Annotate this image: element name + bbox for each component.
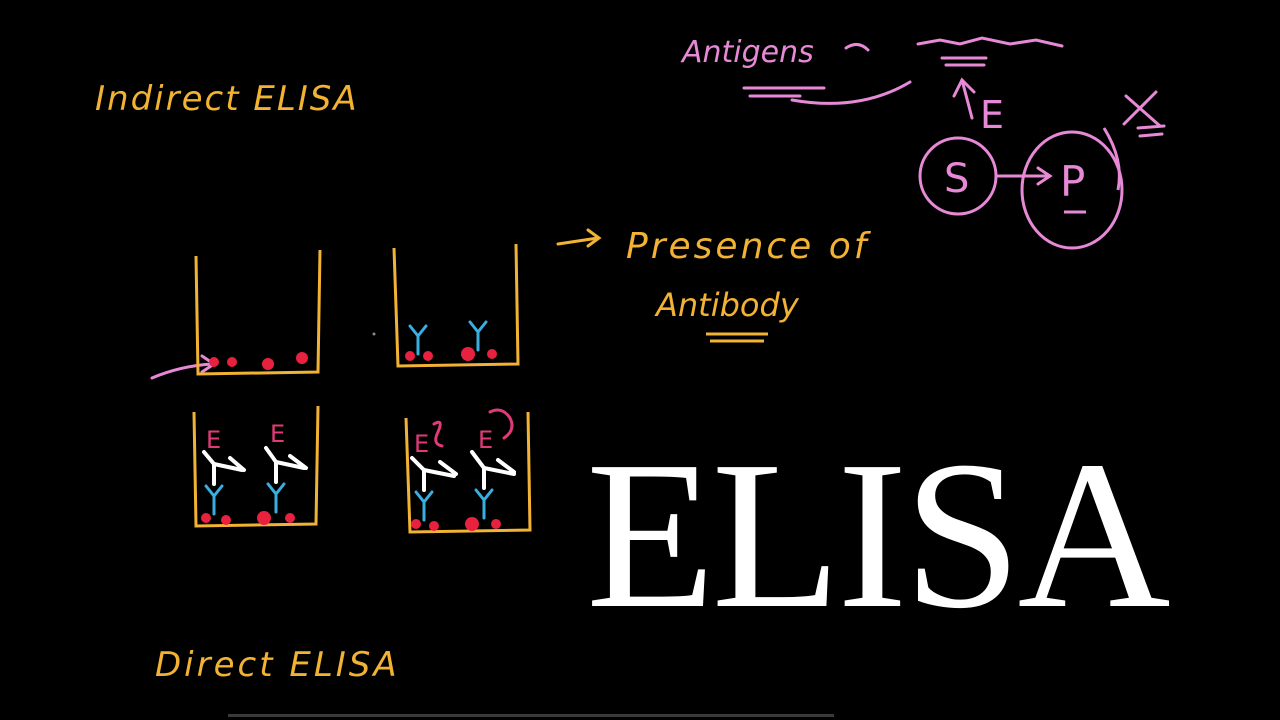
antigen-dot (423, 351, 433, 361)
well-secondary-antibody: E E (192, 405, 320, 528)
well-substrate-reaction: E E (404, 408, 532, 534)
direct-elisa-label: Direct ELISA (155, 645, 400, 685)
antigen-dot (461, 347, 475, 361)
substrate-squiggle (432, 408, 514, 448)
antigens-partial-scribble (742, 36, 1064, 105)
enzyme-arrow-icon (952, 77, 976, 120)
antigen-dot (465, 517, 479, 531)
product-p-label: P (1060, 157, 1085, 206)
enzyme-label: E (270, 420, 285, 448)
antigen-dot (487, 349, 497, 359)
enzyme-e-label: E (980, 93, 1004, 137)
well-antigen-only (194, 249, 322, 376)
antigen-dot (429, 521, 439, 531)
antigen-dot (209, 357, 219, 367)
primary-antibody (408, 320, 488, 356)
enzyme-label: E (206, 426, 221, 454)
presence-of-label: Presence of (626, 226, 872, 267)
antigen-dot (201, 513, 211, 523)
antigens-partial-label: Antigens (680, 35, 814, 70)
elisa-title: ELISA (586, 417, 1171, 652)
presence-arrow-icon (556, 228, 602, 248)
product-outer-arc (1102, 127, 1121, 191)
substrate-s-label: S (944, 156, 969, 202)
antibody-label: Antibody (654, 286, 800, 324)
enzyme-label: E (414, 430, 429, 458)
cross-mark-icon (1122, 90, 1166, 138)
enzyme-label: E (478, 426, 493, 454)
antigen-dot (257, 511, 271, 525)
stray-dot (372, 332, 376, 336)
antigen-dot (285, 513, 295, 523)
antigen-dot (227, 357, 237, 367)
primary-antibody (414, 488, 494, 522)
secondary-antibody (410, 450, 516, 492)
product-circle (1020, 130, 1124, 250)
substrate-circle (918, 136, 998, 216)
antigen-dot (262, 358, 274, 370)
secondary-antibody (202, 446, 308, 486)
video-progress-bar[interactable] (228, 714, 834, 717)
antigen-dot (491, 519, 501, 529)
primary-antibody (204, 482, 286, 516)
antigen-dot (296, 352, 308, 364)
antigen-dot (411, 519, 421, 529)
antigen-dot (405, 351, 415, 361)
antibody-underline (706, 332, 768, 343)
well-primary-antibody (392, 243, 520, 368)
antigen-dot (221, 515, 231, 525)
indirect-elisa-label: Indirect ELISA (95, 79, 359, 119)
